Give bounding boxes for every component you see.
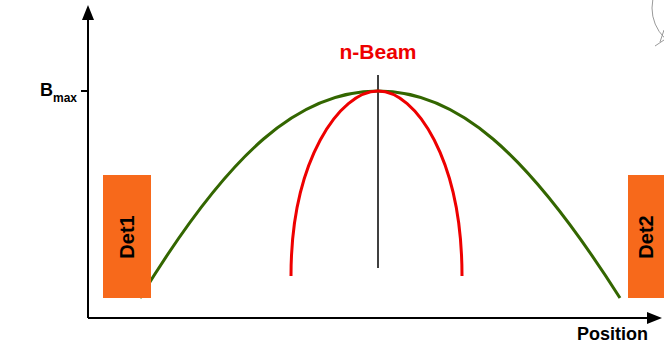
corner-fragment [655,30,664,46]
axis-title: Position [577,324,648,345]
axis-arrowhead [82,5,94,20]
detector-box: Det2 [628,175,664,298]
corner-fragment [652,0,664,50]
detector-box: Det1 [103,175,151,298]
x-axis [88,317,650,319]
detector-label: Det2 [635,215,658,258]
detector-label: Det1 [116,215,139,258]
y-axis [87,16,89,318]
axis-value-label: B [40,80,53,101]
axis-tick [81,90,88,92]
axis-arrowhead [647,312,662,324]
beam-profile-curve [291,91,462,276]
axis-value-subscript: max [53,91,77,105]
beam-label: n-Beam [339,40,416,64]
field-curve [140,91,620,298]
beam-axis-line [377,75,379,268]
